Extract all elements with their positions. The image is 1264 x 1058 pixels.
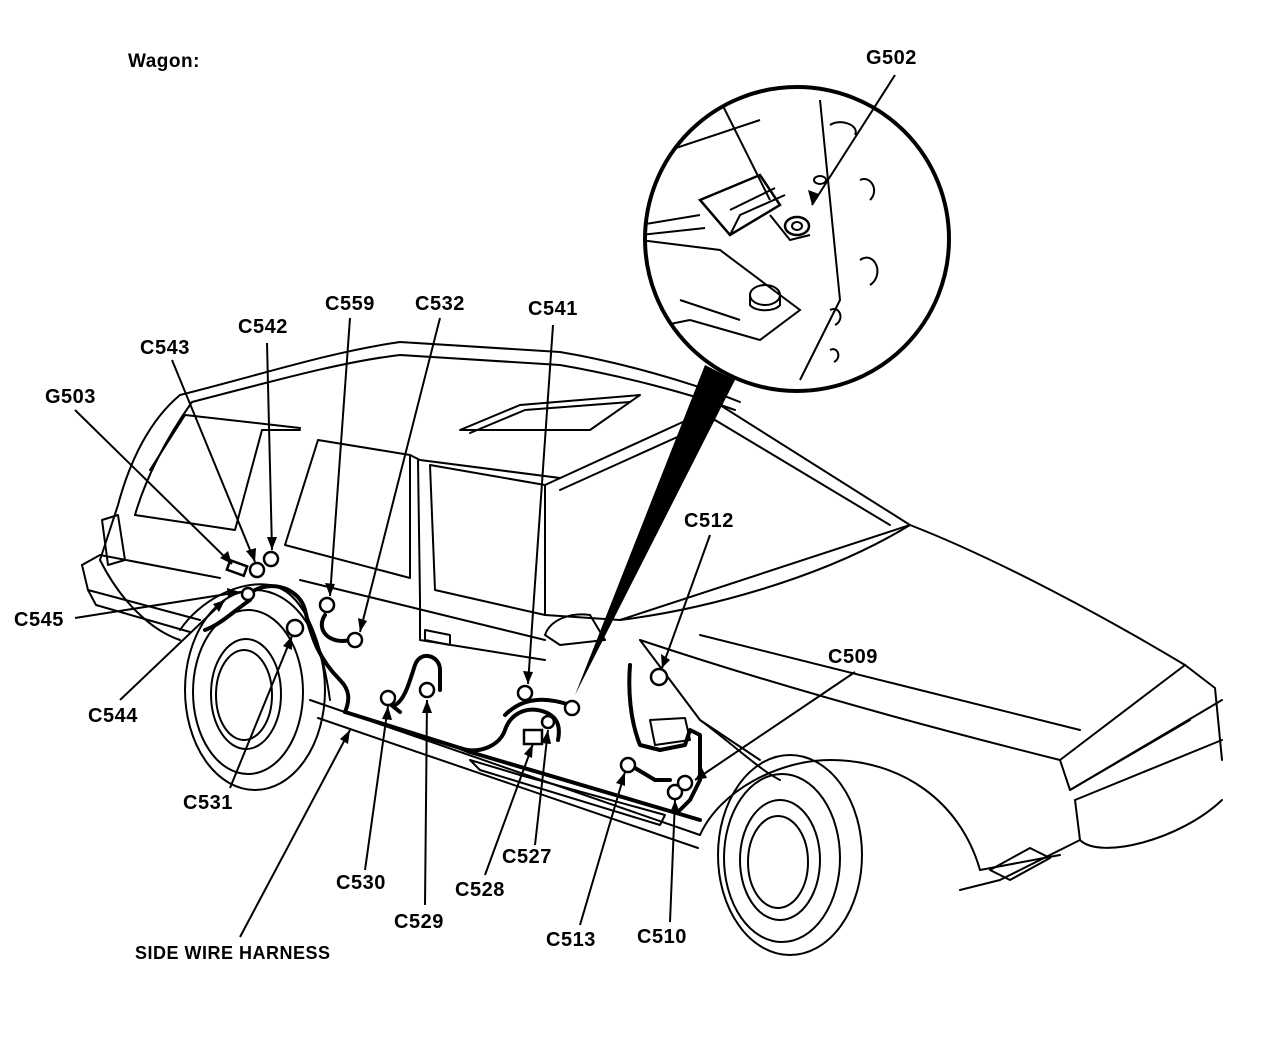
leader-c531 [229, 635, 293, 789]
connectors [225, 550, 694, 801]
leader-c513 [579, 771, 626, 926]
leader-c530 [364, 705, 389, 871]
car-body-outline [81, 341, 1223, 891]
label-c527: C527 [502, 846, 552, 868]
leader-c529 [424, 699, 428, 906]
label-c542: C542 [238, 316, 288, 338]
leader-c545 [74, 591, 241, 619]
connector-c510 [666, 783, 684, 801]
label-c529: C529 [394, 911, 444, 933]
ground-g503 [225, 558, 249, 578]
label-c543: C543 [140, 337, 190, 359]
leader-c512 [661, 534, 711, 669]
label-c530: C530 [336, 872, 386, 894]
label-c541: C541 [528, 298, 578, 320]
side-wire-harness [203, 584, 702, 822]
connector-c513 [619, 756, 637, 774]
connector-c527 [540, 714, 556, 730]
connector-c509 [676, 774, 694, 792]
leader-g502 [811, 74, 896, 206]
label-c528: C528 [455, 879, 505, 901]
connector-c531 [285, 618, 305, 638]
leader-c544 [119, 599, 226, 701]
label-c545: C545 [14, 609, 64, 631]
label-g503: G503 [45, 386, 96, 408]
label-c510: C510 [637, 926, 687, 948]
leader-g503 [74, 409, 233, 565]
leader-c541 [527, 324, 554, 685]
label-c559: C559 [325, 293, 375, 315]
connector-c542 [262, 550, 280, 568]
label-g502: G502 [866, 47, 917, 69]
connector-c528 [522, 728, 544, 746]
label-c544: C544 [88, 705, 138, 727]
connector-c529 [418, 681, 436, 699]
leader-c509 [694, 671, 856, 781]
leader-lines [74, 74, 896, 938]
connector-c543 [248, 561, 266, 579]
label-c532: C532 [415, 293, 465, 315]
detail-inset-g502 [643, 85, 951, 393]
leader-c543 [171, 359, 256, 563]
label-side-wire-harness: SIDE WIRE HARNESS [135, 943, 331, 963]
label-c509: C509 [828, 646, 878, 668]
label-c513: C513 [546, 929, 596, 951]
label-c531: C531 [183, 792, 233, 814]
leader-c559 [329, 317, 351, 597]
connector-g502-loc [563, 699, 581, 717]
page-title: Wagon: [128, 51, 200, 72]
rear-wheel [184, 589, 326, 791]
leader-harness [239, 729, 351, 938]
leader-c527 [534, 729, 549, 846]
label-c512: C512 [684, 510, 734, 532]
leader-c510 [669, 799, 676, 923]
connector-c559 [318, 596, 336, 614]
front-wheel [717, 754, 863, 956]
connector-c530 [379, 689, 397, 707]
arrowheads [213, 190, 819, 813]
connector-c512 [649, 667, 669, 687]
connector-c532 [346, 631, 364, 649]
connector-c545 [240, 586, 256, 602]
detail-callout-beam [575, 365, 735, 695]
leader-c528 [484, 743, 534, 876]
leader-c542 [266, 342, 273, 551]
connector-c541 [516, 684, 534, 702]
leader-c532 [359, 317, 441, 633]
